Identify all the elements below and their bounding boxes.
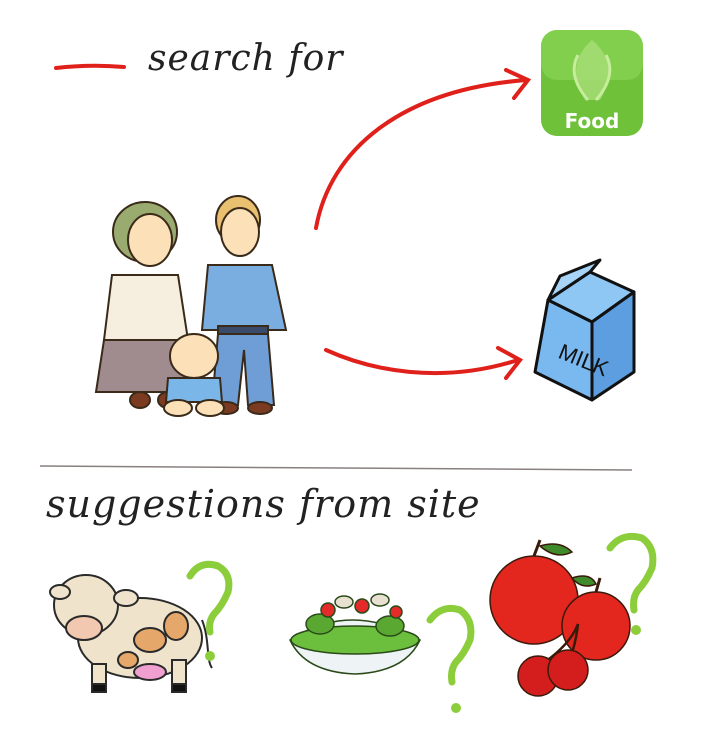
question-dot-cow bbox=[205, 651, 215, 661]
section-divider bbox=[39, 465, 633, 471]
milk-carton: MILK bbox=[533, 258, 636, 402]
section-title: suggestions from site bbox=[46, 482, 481, 526]
arrow-to-milk bbox=[324, 346, 524, 380]
legend-label: search for bbox=[148, 38, 344, 79]
food-label: Food bbox=[565, 109, 620, 133]
food-app-icon: Food bbox=[541, 30, 643, 136]
question-dot-fruit bbox=[631, 625, 641, 635]
question-mark-cow bbox=[186, 560, 233, 636]
family-illustration bbox=[94, 195, 288, 417]
legend-line bbox=[54, 63, 126, 70]
question-mark-fruit bbox=[606, 532, 657, 614]
cow-icon bbox=[49, 574, 213, 693]
salad-icon bbox=[289, 593, 421, 675]
question-mark-salad bbox=[426, 604, 475, 686]
arrow-to-food bbox=[314, 68, 532, 230]
question-dot-salad bbox=[451, 703, 461, 713]
cherries-apples-icon bbox=[489, 539, 631, 697]
